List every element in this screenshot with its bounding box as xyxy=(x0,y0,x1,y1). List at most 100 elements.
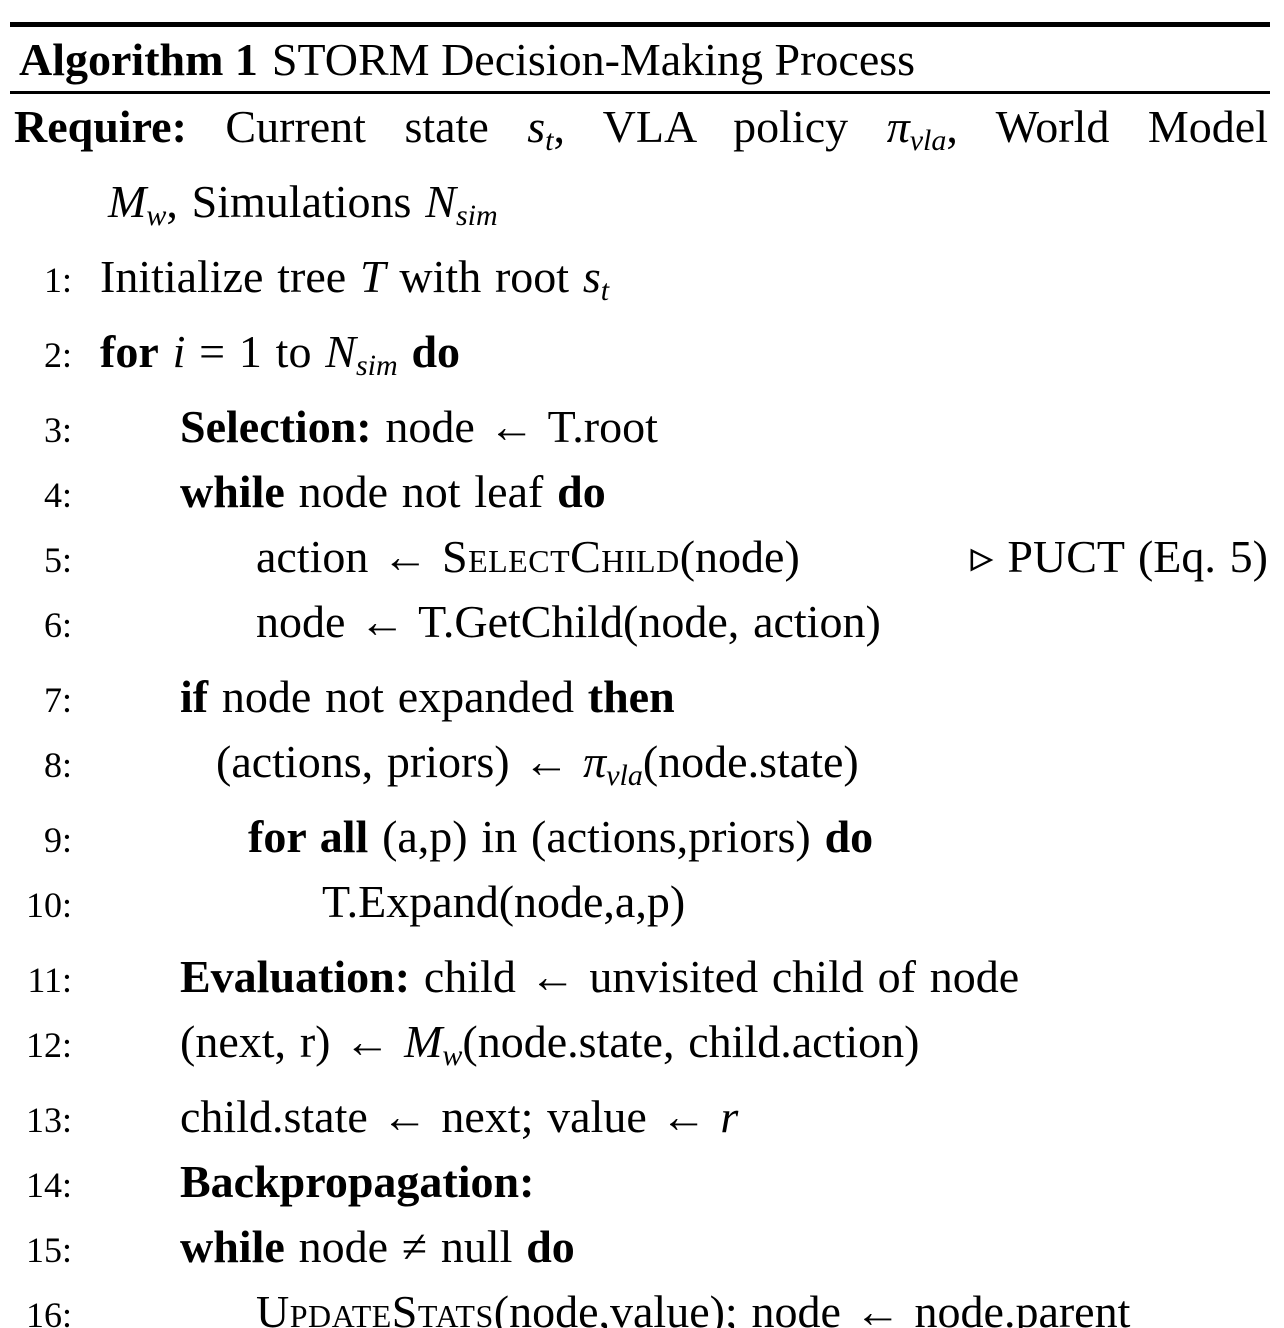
text-segment xyxy=(398,326,412,377)
algo-line-15: 15:while node ≠ null do xyxy=(0,1216,1268,1281)
line-number: 15: xyxy=(25,1230,72,1270)
text-segment: do xyxy=(526,1221,575,1272)
line-content: Evaluation: child ← unvisited child of n… xyxy=(72,946,1268,1007)
line-code: Selection: node ← T.root xyxy=(180,396,658,457)
text-segment: vla xyxy=(909,124,947,157)
line-number: 13: xyxy=(25,1100,72,1140)
line-code: (next, r) ← Mw(node.state, child.action) xyxy=(180,1011,919,1086)
line-content: Initialize tree T with root st xyxy=(72,246,1268,321)
algo-line-3: 3:Selection: node ← T.root xyxy=(0,396,1268,461)
text-segment: action ← xyxy=(256,531,442,582)
line-number: 14: xyxy=(25,1165,72,1205)
text-segment: node not leaf xyxy=(284,466,558,517)
line-number: 2: xyxy=(43,335,72,375)
algo-line-12: 12: (next, r) ← Mw(node.state, child.acti… xyxy=(0,1011,1268,1086)
text-segment: for all xyxy=(248,811,369,862)
algorithm-label: Algorithm 1 xyxy=(19,33,258,85)
text-segment: (a,p) in (actions,priors) xyxy=(368,811,825,862)
text-segment xyxy=(159,326,173,377)
text-segment: do xyxy=(411,326,461,377)
line-code: (actions, priors) ← πvla(node.state) xyxy=(216,731,859,806)
algo-line-1: 1:Initialize tree T with root st xyxy=(0,246,1268,321)
line-code: child.state ← next; value ← r xyxy=(180,1086,738,1147)
algo-line-9: 9: for all (a,p) in (actions,priors) do xyxy=(0,806,1268,871)
text-segment: ▹ PUCT (Eq. 5) xyxy=(970,531,1268,582)
text-segment: (node.state) xyxy=(642,736,859,787)
text-segment: for xyxy=(100,326,159,377)
title-rule xyxy=(10,91,1270,94)
text-segment: i xyxy=(172,326,186,377)
text-segment: vla xyxy=(606,759,643,792)
text-segment: Backpropagation: xyxy=(180,1156,535,1207)
line-content: while node not leaf do xyxy=(72,461,1268,522)
line-content: Selection: node ← T.root xyxy=(72,396,1268,457)
line-code: if node not expanded then xyxy=(180,666,675,727)
text-segment: T xyxy=(360,251,386,302)
algo-line-14: 14: Backpropagation: xyxy=(0,1151,1268,1216)
text-segment: node ≠ null xyxy=(284,1221,527,1272)
line-number: 11: xyxy=(27,960,72,1000)
text-segment: while xyxy=(180,1221,285,1272)
text-segment: child.state ← next; value ← xyxy=(180,1091,721,1142)
text-segment: node not expanded xyxy=(208,671,588,722)
line-code: UpdateStats(node,value); node ← node.par… xyxy=(256,1281,1130,1328)
text-segment: , Simulations xyxy=(166,176,426,227)
line-code: for i = 1 to Nsim do xyxy=(100,321,460,396)
text-segment: N xyxy=(325,326,356,377)
text-segment: π xyxy=(886,101,910,152)
line-content: (actions, priors) ← πvla(node.state) xyxy=(72,731,1268,806)
require-block: Require: Current state st, VLA policy πv… xyxy=(14,96,1268,246)
line-content: while node ≠ null do xyxy=(72,1216,1268,1277)
algo-line-16: 16: UpdateStats(node,value); node ← node.… xyxy=(0,1281,1268,1328)
algorithm-lines: 1:Initialize tree T with root st 2: for i … xyxy=(0,246,1268,1328)
line-number: 10: xyxy=(25,885,72,925)
text-segment: (node) xyxy=(679,531,800,582)
line-number: 16: xyxy=(25,1295,72,1328)
text-segment: , World Model xyxy=(946,101,1269,152)
algo-line-2: 2: for i = 1 to Nsim do xyxy=(0,321,1268,396)
line-number: 5: xyxy=(43,540,72,580)
line-number: 6: xyxy=(43,605,72,645)
line-content: Backpropagation: xyxy=(72,1151,1268,1212)
text-segment: M xyxy=(108,176,147,227)
line-content: (next, r) ← Mw(node.state, child.action) xyxy=(72,1011,1268,1086)
algo-line-5: 5: action ← SelectChild(node) ▹ PUCT (Eq. … xyxy=(0,526,1268,591)
text-segment: do xyxy=(824,811,874,862)
algo-line-7: 7: if node not expanded then xyxy=(0,666,1268,731)
line-code: Backpropagation: xyxy=(180,1151,534,1212)
line-code: T.Expand(node,a,p) xyxy=(322,871,685,932)
line-code: for all (a,p) in (actions,priors) do xyxy=(248,806,873,867)
text-segment: r xyxy=(720,1091,739,1142)
text-segment: Current state xyxy=(186,101,528,152)
algo-line-6: 6: node ← T.GetChild(node, action) xyxy=(0,591,1268,656)
text-segment: Selection: xyxy=(180,401,372,452)
text-segment: do xyxy=(557,466,606,517)
text-segment: Evaluation: xyxy=(180,951,411,1002)
text-segment: t xyxy=(600,274,610,307)
line-code: node ← T.GetChild(node, action) xyxy=(256,591,881,652)
line-number: 4: xyxy=(43,475,72,515)
text-segment: , VLA policy xyxy=(553,101,887,152)
text-segment: while xyxy=(180,466,285,517)
line-content: UpdateStats(node,value); node ← node.par… xyxy=(72,1281,1268,1328)
text-segment: if xyxy=(180,671,209,722)
text-segment: w xyxy=(146,199,167,232)
text-segment: = 1 to xyxy=(185,326,326,377)
text-segment: UpdateStats xyxy=(256,1286,494,1328)
algorithm-title: Algorithm 1 STORM Decision-Making Proces… xyxy=(0,27,1284,91)
text-segment: SelectChild xyxy=(442,531,680,582)
text-segment: s xyxy=(527,101,546,152)
text-segment: node ← T.GetChild(node, action) xyxy=(256,596,881,647)
text-segment: then xyxy=(587,671,675,722)
line-number: 12: xyxy=(25,1025,72,1065)
text-segment: M xyxy=(404,1016,443,1067)
line-number: 8: xyxy=(43,745,72,785)
line-code: Evaluation: child ← unvisited child of n… xyxy=(180,946,1019,1007)
line-number: 7: xyxy=(43,680,72,720)
algo-line-8: 8: (actions, priors) ← πvla(node.state) xyxy=(0,731,1268,806)
algo-line-11: 11: Evaluation: child ← unvisited child o… xyxy=(0,946,1268,1011)
text-segment: (node.state, child.action) xyxy=(462,1016,920,1067)
line-code: action ← SelectChild(node) xyxy=(256,526,800,587)
line-number: 9: xyxy=(43,820,72,860)
